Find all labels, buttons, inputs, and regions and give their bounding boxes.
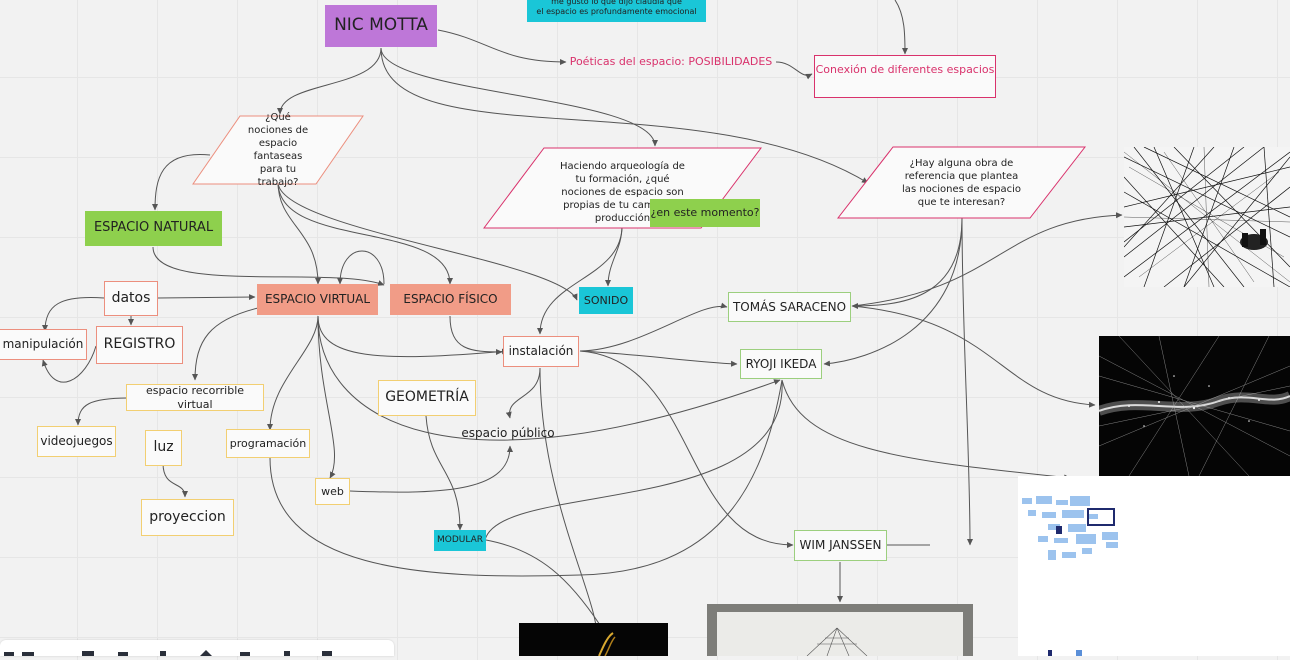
bottom-toolbar[interactable] [0, 640, 394, 656]
programacion-node[interactable]: programación [226, 429, 310, 458]
datos-node[interactable]: datos [104, 281, 158, 316]
modular-note[interactable]: MODULAR [434, 530, 486, 551]
toolbar-icons [4, 650, 332, 656]
manipulacion-node[interactable]: manipulación [0, 329, 87, 360]
instalacion-node[interactable]: instalación [503, 336, 579, 367]
registro-node[interactable]: REGISTRO [96, 326, 183, 364]
question-referencia-text: ¿Hay alguna obra de referencia que plant… [902, 157, 1021, 208]
espacio-natural-node[interactable]: ESPACIO NATURAL [85, 211, 222, 246]
geometria-node[interactable]: GEOMETRÍA [378, 380, 476, 416]
question-referencia[interactable]: ¿Hay alguna obra de referencia que plant… [836, 146, 1087, 219]
poeticas-text[interactable]: Poéticas del espacio: POSIBILIDADES [569, 55, 773, 69]
saraceno-web-image[interactable] [1124, 147, 1290, 287]
tomas-saraceno-node[interactable]: TOMÁS SARACENO [728, 292, 851, 322]
janssen-structure-image[interactable] [707, 604, 973, 656]
ikeda-data-image-art [1099, 336, 1290, 476]
question-fantaseas[interactable]: ¿Qué nociones de espacio fantaseas para … [192, 112, 364, 188]
sonido-note[interactable]: SONIDO [579, 287, 633, 314]
central-node-nic-motta[interactable]: NIC MOTTA [325, 5, 437, 47]
en-este-momento-note[interactable]: ¿en este momento? [650, 199, 760, 227]
web-node[interactable]: web [315, 478, 350, 505]
saraceno-web-image-art [1124, 147, 1290, 287]
question-fantaseas-text: ¿Qué nociones de espacio fantaseas para … [247, 112, 309, 188]
board-minimap[interactable] [1018, 476, 1290, 656]
espacio-fisico-node[interactable]: ESPACIO FÍSICO [390, 284, 511, 315]
espacio-publico-text[interactable]: espacio público [461, 425, 555, 440]
ikeda-data-image[interactable] [1099, 336, 1290, 476]
wim-janssen-node[interactable]: WIM JANSSEN [794, 530, 887, 561]
conexion-espacios-node[interactable]: Conexión de diferentes espacios [814, 55, 996, 98]
luz-node[interactable]: luz [145, 430, 182, 466]
minimap-thumbnails [1018, 476, 1290, 656]
dark-sculpture-image-art [519, 623, 668, 656]
janssen-structure-image-art [707, 604, 973, 656]
espacio-recorrible-virtual-node[interactable]: espacio recorrible virtual [126, 384, 264, 411]
videojuegos-node[interactable]: videojuegos [37, 426, 116, 457]
ryoji-ikeda-node[interactable]: RYOJI IKEDA [740, 349, 822, 379]
proyeccion-node[interactable]: proyeccion [141, 499, 234, 536]
espacio-virtual-node[interactable]: ESPACIO VIRTUAL [257, 284, 378, 315]
question-arqueologia-text: Haciendo arqueología de tu formación, ¿q… [560, 161, 685, 224]
dark-sculpture-image[interactable] [519, 623, 668, 656]
note-emocional[interactable]: me gustó lo que dijo claudia que el espa… [527, 0, 706, 22]
